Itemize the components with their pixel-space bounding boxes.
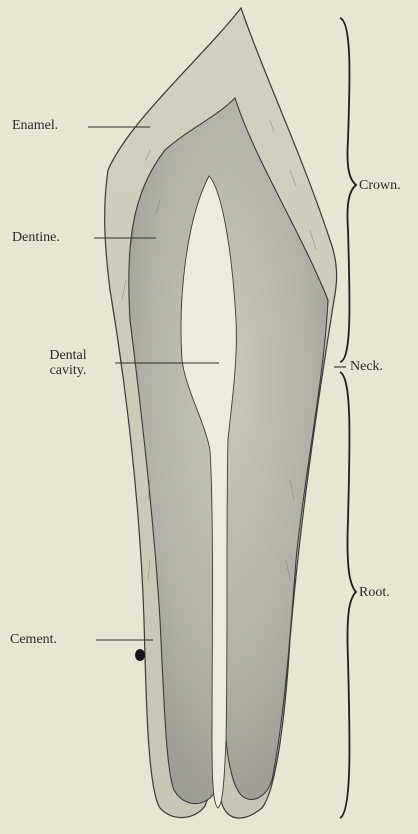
- label-dental-cavity: Dental cavity.: [26, 348, 110, 378]
- label-cement: Cement.: [10, 632, 57, 647]
- root-brace: [340, 372, 356, 818]
- label-dentine: Dentine.: [12, 230, 60, 245]
- cement-dot: [135, 649, 145, 661]
- label-neck: Neck.: [350, 359, 383, 374]
- braces: [340, 18, 356, 818]
- label-root: Root.: [359, 585, 390, 600]
- label-crown: Crown.: [359, 178, 401, 193]
- label-enamel: Enamel.: [12, 118, 58, 133]
- label-dental-cavity-line1: Dental: [26, 348, 110, 363]
- label-dental-cavity-line2: cavity.: [26, 363, 110, 378]
- crown-brace: [340, 18, 356, 362]
